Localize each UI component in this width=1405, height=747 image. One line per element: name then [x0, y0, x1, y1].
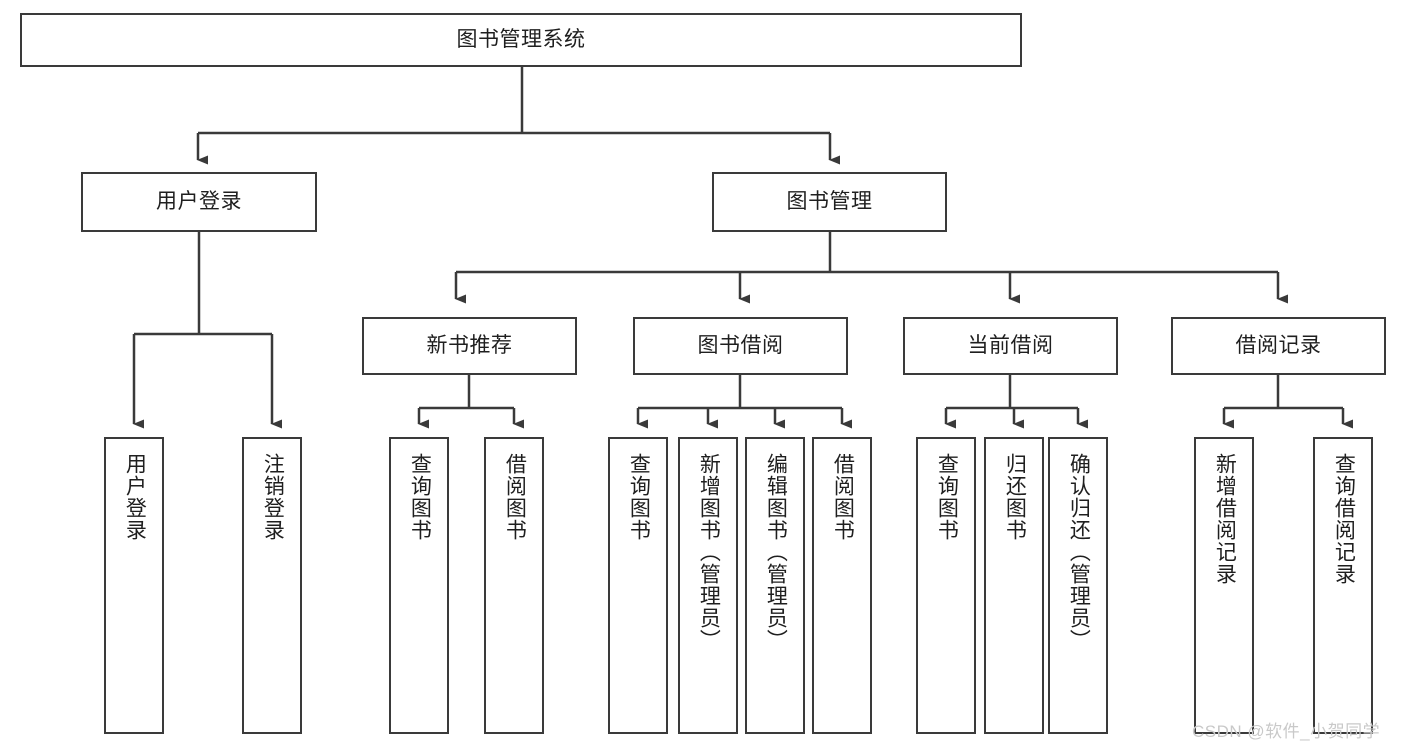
- leaf-logout-login[interactable]: 注销登录: [242, 437, 302, 734]
- node-borrow-records[interactable]: 借阅记录: [1171, 317, 1386, 375]
- node-label: 用户登录: [123, 453, 147, 541]
- leaf-newbook-query-book[interactable]: 查询图书: [389, 437, 449, 734]
- node-root-book-management-system[interactable]: 图书管理系统: [20, 13, 1022, 67]
- node-label: 编辑图书（管理员）: [764, 453, 788, 651]
- node-label: 注销登录: [261, 453, 285, 541]
- node-user-login[interactable]: 用户登录: [81, 172, 317, 232]
- leaf-user-login[interactable]: 用户登录: [104, 437, 164, 734]
- node-label: 查询借阅记录: [1332, 453, 1356, 585]
- node-label: 用户登录: [156, 189, 242, 213]
- node-label: 新增借阅记录: [1213, 453, 1237, 585]
- leaf-borrow-add-book-admin[interactable]: 新增图书（管理员）: [678, 437, 738, 734]
- node-current-borrowing[interactable]: 当前借阅: [903, 317, 1118, 375]
- leaf-current-confirm-return-admin[interactable]: 确认归还（管理员）: [1048, 437, 1108, 734]
- node-label: 借阅图书: [503, 453, 527, 541]
- node-label: 新增图书（管理员）: [697, 453, 721, 651]
- node-label: 借阅记录: [1235, 333, 1322, 357]
- leaf-borrow-query-book[interactable]: 查询图书: [608, 437, 668, 734]
- csdn-watermark: CSDN @软件_小贺同学: [1192, 722, 1381, 741]
- node-book-borrowing[interactable]: 图书借阅: [633, 317, 848, 375]
- node-label: 查询图书: [408, 453, 432, 541]
- leaf-newbook-borrow-book[interactable]: 借阅图书: [484, 437, 544, 734]
- leaf-current-return-book[interactable]: 归还图书: [984, 437, 1044, 734]
- node-label: 图书借阅: [697, 333, 784, 357]
- node-label: 归还图书: [1003, 453, 1027, 541]
- node-label: 图书管理系统: [456, 27, 586, 51]
- leaf-current-query-book[interactable]: 查询图书: [916, 437, 976, 734]
- leaf-borrow-edit-book-admin[interactable]: 编辑图书（管理员）: [745, 437, 805, 734]
- leaf-borrow-borrow-book[interactable]: 借阅图书: [812, 437, 872, 734]
- node-label: 当前借阅: [967, 333, 1054, 357]
- node-label: 查询图书: [627, 453, 651, 541]
- node-label: 图书管理: [786, 189, 873, 213]
- leaf-record-query-borrow-record[interactable]: 查询借阅记录: [1313, 437, 1373, 734]
- node-label: 借阅图书: [831, 453, 855, 541]
- node-label: 新书推荐: [426, 333, 513, 357]
- node-book-management[interactable]: 图书管理: [712, 172, 947, 232]
- leaf-record-add-borrow-record[interactable]: 新增借阅记录: [1194, 437, 1254, 734]
- node-new-book-recommendation[interactable]: 新书推荐: [362, 317, 577, 375]
- node-label: 查询图书: [935, 453, 959, 541]
- node-label: 确认归还（管理员）: [1067, 453, 1091, 651]
